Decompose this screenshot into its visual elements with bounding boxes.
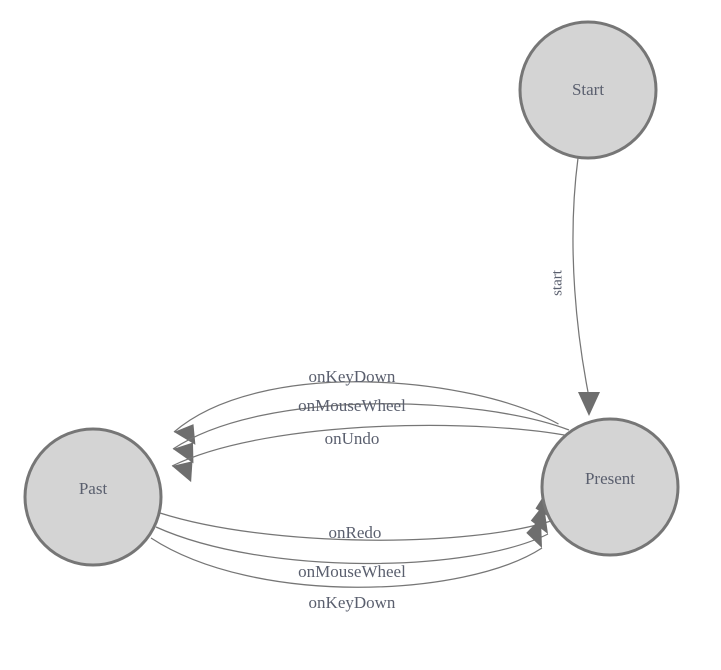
node-circle [518, 20, 658, 160]
edge-start-to-present[interactable]: start [549, 157, 600, 416]
node-past[interactable]: Past [23, 427, 163, 567]
arrowhead-icon [172, 461, 193, 483]
edge-present-to-past-onmousewheel[interactable]: onMouseWheel [172, 396, 570, 468]
node-circle [23, 427, 163, 567]
arrowhead-icon [578, 392, 600, 416]
arrowhead-icon [173, 442, 194, 464]
edge-label: onKeyDown [309, 367, 396, 386]
node-label: Present [585, 469, 635, 488]
edge-path [572, 157, 589, 393]
edge-label: onKeyDown [309, 593, 396, 612]
edge-label: start [549, 269, 565, 296]
node-present[interactable]: Present [540, 417, 680, 557]
node-label: Start [572, 80, 604, 99]
arrowhead-icon [530, 504, 548, 534]
node-start[interactable]: Start [518, 20, 658, 160]
edge-past-to-present-onkeydown[interactable]: onKeyDown [150, 515, 554, 612]
edge-past-to-present-onmousewheel[interactable]: onMouseWheel [155, 502, 558, 581]
edge-label: onMouseWheel [298, 396, 406, 415]
edge-past-to-present-onredo[interactable]: onRedo [159, 489, 561, 542]
edge-path [172, 403, 570, 450]
edge-path [155, 526, 549, 565]
edge-path [159, 512, 555, 541]
node-label: Past [79, 479, 108, 498]
edge-path [171, 424, 580, 467]
edge-path [150, 537, 543, 588]
node-circle [540, 417, 680, 557]
edge-label: onRedo [329, 523, 382, 542]
edge-label: onMouseWheel [298, 562, 406, 581]
edge-present-to-past-onundo[interactable]: onUndo [171, 424, 580, 485]
arrowhead-icon [526, 518, 542, 548]
edge-label: onUndo [325, 429, 380, 448]
edge-path [173, 381, 559, 433]
